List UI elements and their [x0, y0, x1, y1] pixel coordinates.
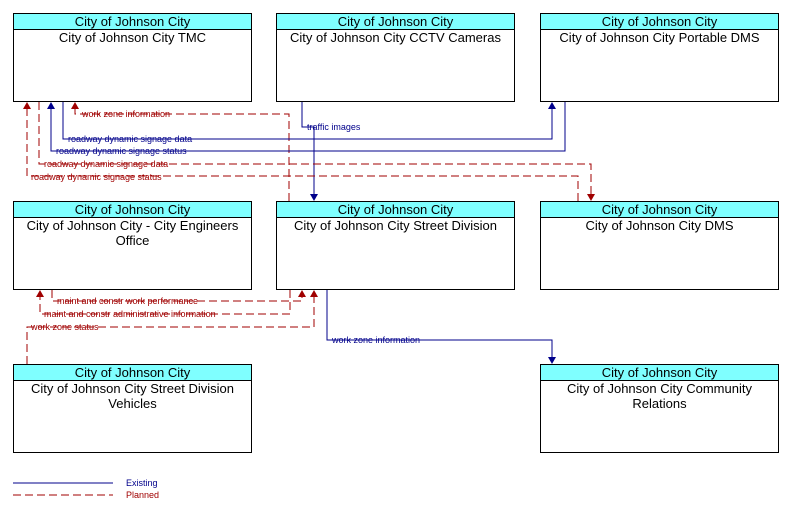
portable-dms-name: City of Johnson City Portable DMS [559, 30, 760, 45]
flow-work-zone-info-tmc: work zone information [71, 102, 290, 201]
flow-label: traffic images [307, 122, 361, 132]
flow-label: work zone status [30, 322, 99, 332]
engineers-name: City of Johnson City - City Engineers Of… [26, 218, 239, 248]
street-division-name: City of Johnson City Street Division [293, 218, 498, 233]
flow-label: maint and constr administrative informat… [44, 309, 216, 319]
flow-rds-status-existing: roadway dynamic signage status [47, 102, 566, 156]
dms-box: City of Johnson City City of Johnson Cit… [540, 201, 779, 290]
cctv-box: City of Johnson City City of Johnson Cit… [276, 13, 515, 102]
arrowhead [548, 357, 556, 364]
arrowhead [36, 290, 44, 297]
legend-existing-label: Existing [126, 478, 158, 488]
community-org: City of Johnson City [541, 365, 778, 381]
arrowhead [587, 194, 595, 201]
flow-label: roadway dynamic signage data [44, 159, 168, 169]
cctv-name: City of Johnson City CCTV Cameras [290, 30, 501, 45]
arrowhead [548, 102, 556, 109]
flow-label: roadway dynamic signage status [56, 146, 187, 156]
dms-org: City of Johnson City [541, 202, 778, 218]
arrowhead [23, 102, 31, 109]
community-name: City of Johnson City Community Relations [567, 381, 752, 411]
engineers-org: City of Johnson City [14, 202, 251, 218]
flow-maint-admin: maint and constr administrative informat… [36, 290, 291, 319]
arrowhead [298, 290, 306, 297]
flow-rds-status-planned: roadway dynamic signage status [23, 102, 579, 201]
tmc-box: City of Johnson City City of Johnson Cit… [13, 13, 252, 102]
flow-label: maint and constr work performance [57, 296, 198, 306]
vehicles-org: City of Johnson City [14, 365, 251, 381]
flow-label: roadway dynamic signage data [68, 134, 192, 144]
arrowhead [310, 194, 318, 201]
flow-label: work zone information [81, 109, 170, 119]
engineers-box: City of Johnson City City of Johnson Cit… [13, 201, 252, 290]
flow-rds-data-planned: roadway dynamic signage data [38, 102, 595, 201]
community-box: City of Johnson City City of Johnson Cit… [540, 364, 779, 453]
arrowhead [71, 102, 79, 109]
arrowhead [310, 290, 318, 297]
dms-name: City of Johnson City DMS [585, 218, 734, 233]
tmc-name: City of Johnson City TMC [58, 30, 207, 45]
vehicles-box: City of Johnson City City of Johnson Cit… [13, 364, 252, 453]
arrowhead [47, 102, 55, 109]
flow-work-zone-info-community: work zone information [326, 290, 556, 364]
flow-maint-perf: maint and constr work performance [51, 290, 306, 306]
flow-label: roadway dynamic signage status [31, 172, 162, 182]
flow-label: work zone information [331, 335, 420, 345]
portable-dms-box: City of Johnson City City of Johnson Cit… [540, 13, 779, 102]
flow-work-zone-status: work zone status [26, 290, 318, 364]
portable-dms-org: City of Johnson City [541, 14, 778, 30]
street-division-org: City of Johnson City [277, 202, 514, 218]
street-division-box: City of Johnson City City of Johnson Cit… [276, 201, 515, 290]
flow-rds-data-existing: roadway dynamic signage data [62, 102, 556, 144]
flow-traffic-images: traffic images [301, 102, 361, 201]
legend-planned-label: Planned [126, 490, 160, 500]
vehicles-name: City of Johnson City Street Division Veh… [30, 381, 235, 411]
cctv-org: City of Johnson City [277, 14, 514, 30]
tmc-org: City of Johnson City [14, 14, 251, 30]
